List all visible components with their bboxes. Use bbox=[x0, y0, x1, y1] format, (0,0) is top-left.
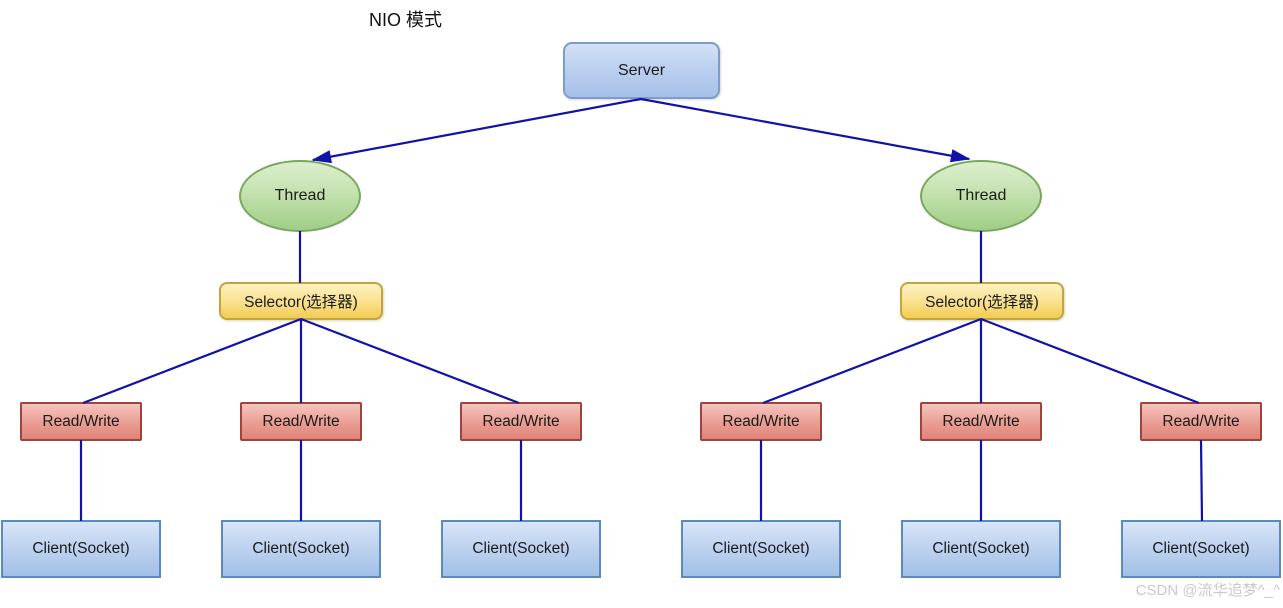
node-client-5: Client(Socket) bbox=[901, 520, 1061, 578]
diagram-title: NIO 模式 bbox=[369, 10, 443, 30]
node-client-6: Client(Socket) bbox=[1121, 520, 1281, 578]
node-read-write-5: Read/Write bbox=[920, 402, 1042, 441]
edge-selector-rw-4 bbox=[762, 317, 982, 405]
edge-server-thread-right bbox=[640, 97, 971, 163]
csdn-watermark: CSDN @流华追梦^_^ bbox=[1135, 582, 1280, 599]
edge-selector-rw-1 bbox=[82, 317, 302, 405]
node-client-4: Client(Socket) bbox=[681, 520, 841, 578]
node-server: Server bbox=[563, 42, 720, 99]
node-read-write-3: Read/Write bbox=[460, 402, 582, 441]
node-thread-right: Thread bbox=[920, 160, 1042, 232]
node-thread-left: Thread bbox=[239, 160, 361, 232]
node-read-write-2: Read/Write bbox=[240, 402, 362, 441]
node-selector-right: Selector(选择器) bbox=[900, 282, 1064, 320]
node-selector-left: Selector(选择器) bbox=[219, 282, 383, 320]
node-client-3: Client(Socket) bbox=[441, 520, 601, 578]
edge-rw-client-6 bbox=[1199, 439, 1204, 522]
node-read-write-4: Read/Write bbox=[700, 402, 822, 441]
edge-server-thread-left bbox=[311, 97, 642, 164]
node-read-write-1: Read/Write bbox=[20, 402, 142, 441]
node-read-write-6: Read/Write bbox=[1140, 402, 1262, 441]
edge-selector-rw-6 bbox=[980, 317, 1200, 405]
node-client-1: Client(Socket) bbox=[1, 520, 161, 578]
node-client-2: Client(Socket) bbox=[221, 520, 381, 578]
edge-selector-rw-3 bbox=[300, 317, 520, 405]
